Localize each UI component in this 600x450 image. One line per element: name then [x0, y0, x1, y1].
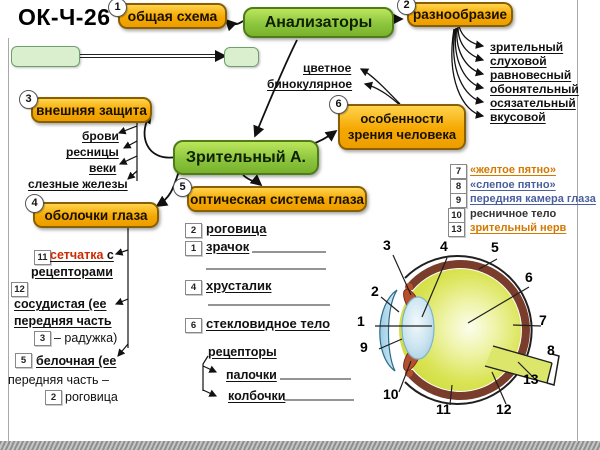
shell-retina-line2: рецепторами [31, 265, 113, 279]
box-diversity: разнообразие [407, 2, 513, 27]
eye-callout-lines [375, 254, 542, 406]
box-optical-system: оптическая система глаза [187, 186, 367, 212]
eye-choroid-ring [406, 260, 530, 400]
page-title: ОК-Ч-26 [18, 4, 111, 30]
optical-item-vitreous: стекловидное тело [206, 316, 331, 331]
legend-ciliary-body: ресничное тело [470, 208, 557, 220]
eye-optic-nerve [485, 346, 552, 383]
analyzer-type-balance: равновесный [490, 68, 572, 82]
shell-vascular-line1: сосудистая (ее [14, 297, 107, 311]
vision-property-color: цветное [303, 61, 352, 75]
circle-number-5: 5 [173, 178, 192, 197]
eye-callout-2: 2 [371, 283, 379, 299]
frame-bottom-band [0, 441, 600, 450]
numbox-vascular: 12 [11, 282, 28, 297]
legend-blind-spot: «слепое пятно» [470, 179, 556, 191]
box-vision-features: особенности зрения человека [338, 104, 466, 150]
eye-callout-5: 5 [491, 239, 499, 255]
analyzer-type-auditory: слуховой [490, 54, 547, 68]
circle-number-1: 1 [108, 0, 127, 17]
analyzer-type-taste: вкусовой [490, 110, 546, 124]
optical-item-lens: хрусталик [206, 278, 272, 293]
shell-retina-line1: сетчатка с [50, 248, 114, 262]
protection-item-brows: брови [82, 129, 119, 143]
eye-callout-9: 9 [360, 339, 368, 355]
eye-sclera-outline [404, 255, 533, 405]
box-analyzers: Анализаторы [243, 7, 394, 38]
eye-nerve-bracket [546, 353, 560, 386]
box-eye-shells: оболочки глаза [33, 202, 159, 228]
protection-item-lashes: ресницы [66, 145, 119, 159]
box-external-protection: внешняя защита [31, 97, 152, 123]
optical-item-pupil: зрачок [206, 239, 250, 254]
vision-property-binocular: бинокулярное [267, 77, 353, 91]
protection-item-lids: веки [89, 161, 117, 175]
numbox-lens: 4 [185, 280, 202, 295]
legend-anterior-chamber: передняя камера глаза [470, 193, 596, 205]
eye-callout-7: 7 [539, 312, 547, 328]
eye-callout-6: 6 [525, 269, 533, 285]
eye-cornea [379, 289, 398, 372]
frame-right-line [577, 0, 578, 441]
box-general-schema: общая схема [118, 3, 227, 29]
shell-vascular-line3: 3– радужка) [34, 331, 117, 346]
receptor-rods: палочки [226, 368, 277, 382]
eye-callout-10: 10 [383, 386, 399, 402]
optical-item-cornea: роговица [206, 221, 267, 236]
circle-number-6: 6 [329, 95, 348, 114]
box-vision-features-label: особенности зрения человека [347, 110, 457, 142]
analyzer-type-smell: обонятельный [490, 82, 579, 96]
shell-sclera-line1: белочная (ее [36, 354, 117, 368]
schema-block-right [224, 47, 259, 67]
receptors-label: рецепторы [208, 345, 277, 359]
numbox-retina: 11 [34, 250, 51, 265]
numbox-pupil: 1 [185, 241, 202, 256]
numbox-sclera: 5 [15, 353, 32, 368]
numbox-cornea-2: 2 [45, 390, 62, 405]
frame-left-line [8, 38, 9, 441]
shell-vascular-line3-text: – радужка) [54, 331, 118, 345]
legend-numbox-9: 9 [450, 193, 467, 208]
schema-block-left [11, 46, 80, 67]
numbox-cornea: 2 [185, 223, 202, 238]
shell-retina-rest: с [103, 248, 114, 262]
numbox-vitreous: 6 [185, 318, 202, 333]
legend-numbox-8: 8 [450, 179, 467, 194]
legend-numbox-13: 13 [448, 222, 465, 237]
eye-lens [401, 296, 435, 360]
circle-number-4: 4 [25, 194, 44, 213]
legend-macula: «желтое пятно» [470, 164, 556, 176]
box-visual-analyzer: Зрительный А. [173, 140, 319, 175]
circle-number-2: 2 [397, 0, 416, 15]
eye-callout-4: 4 [440, 238, 448, 254]
shell-sclera-line2: передняя часть – [8, 373, 109, 387]
eye-callout-1: 1 [357, 313, 365, 329]
eye-callout-3: 3 [383, 237, 391, 253]
eye-diagram [375, 254, 560, 406]
receptor-cones: колбочки [228, 389, 286, 403]
legend-optic-nerve: зрительный нерв [470, 222, 567, 234]
eye-callout-13: 13 [523, 371, 539, 387]
legend-numbox-10: 10 [448, 208, 465, 223]
eye-callout-8: 8 [547, 342, 555, 358]
numbox-iris: 3 [34, 331, 51, 346]
shell-retina-highlight: сетчатка [50, 248, 104, 262]
circle-number-3: 3 [19, 90, 38, 109]
shell-vascular-line2: передняя часть [14, 314, 112, 328]
analyzer-type-touch: осязательный [490, 96, 576, 110]
protection-item-tear-glands: слезные железы [28, 177, 128, 191]
eye-callout-11: 11 [436, 401, 451, 417]
shell-sclera-line3-text: роговица [65, 390, 118, 404]
legend-numbox-7: 7 [450, 164, 467, 179]
eye-optic-nerve-outline [484, 345, 553, 384]
eye-callout-12: 12 [496, 401, 512, 417]
analyzer-type-visual: зрительный [490, 40, 564, 54]
